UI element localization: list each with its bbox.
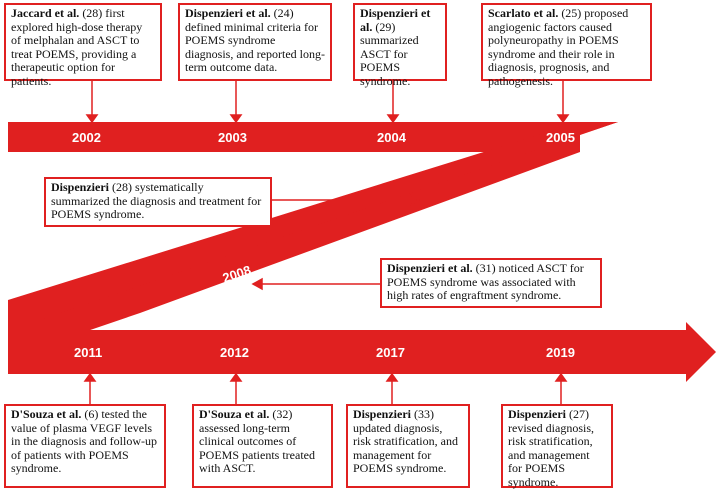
event-box-2002: Jaccard et al. (28) first explored high-…: [4, 3, 162, 88]
timeline-band-top: [8, 122, 580, 152]
event-author: D'Souza et al.: [11, 407, 82, 421]
year-label-2012: 2012: [220, 345, 249, 360]
year-label-2004: 2004: [377, 130, 407, 145]
event-author: Dispenzieri: [508, 407, 566, 421]
event-text: (29) summarized ASCT for POEMS syndrome.: [360, 19, 419, 88]
arrowhead-2017: [385, 372, 399, 382]
event-text: (32) assessed long-term clinical outcome…: [199, 407, 315, 476]
event-text: (31) noticed ASCT for POEMS syndrome was…: [387, 261, 584, 303]
year-label-2003: 2003: [218, 130, 247, 145]
event-author: D'Souza et al.: [199, 407, 270, 421]
event-author: Dispenzieri: [353, 407, 411, 421]
event-text: (28) systematically summarized the diagn…: [51, 180, 262, 222]
timeline-arrow-bottom: [8, 322, 716, 382]
event-box-2003: Dispenzieri et al. (24) defined minimal …: [178, 3, 332, 81]
event-author: Scarlato et al.: [488, 6, 559, 20]
event-author: Dispenzieri et al.: [185, 6, 271, 20]
arrowhead-2004: [386, 114, 400, 124]
arrowhead-2005: [556, 114, 570, 124]
arrowhead-2008: [251, 277, 263, 291]
arrowhead-2003: [229, 114, 243, 124]
event-author: Dispenzieri: [51, 180, 109, 194]
event-box-2019: Dispenzieri (27) revised diagnosis, risk…: [501, 404, 613, 489]
year-label-2019: 2019: [546, 345, 575, 360]
event-text: (27) revised diagnosis, risk stratificat…: [508, 407, 594, 489]
timeline-band-diagonal-fill: [8, 122, 618, 330]
event-author: Dispenzieri et al.: [387, 261, 473, 275]
year-label-2011: 2011: [74, 345, 102, 360]
event-box-2008: Dispenzieri et al. (31) noticed ASCT for…: [380, 258, 602, 308]
event-author: Dispenzieri et al.: [360, 6, 431, 34]
event-box-2004: Dispenzieri et al. (29) summarized ASCT …: [353, 3, 447, 88]
year-label-2002: 2002: [72, 130, 101, 145]
year-label-2005: 2005: [546, 130, 575, 145]
event-box-2017: Dispenzieri (33) updated diagnosis, risk…: [346, 404, 470, 488]
event-box-2005: Scarlato et al. (25) proposed angiogenic…: [481, 3, 652, 88]
timeline-band-diagonal: [8, 122, 618, 358]
arrowhead-2012: [229, 372, 243, 382]
event-text: (24) defined minimal criteria for POEMS …: [185, 6, 325, 75]
event-author: Jaccard et al.: [11, 6, 80, 20]
event-text: (28) first explored high-dose therapy of…: [11, 6, 143, 88]
arrowhead-2011: [83, 372, 97, 382]
event-text: (33) updated diagnosis, risk stratificat…: [353, 407, 458, 476]
year-label-2007: 2007: [406, 212, 438, 235]
event-text: (25) proposed angiogenic factors caused …: [488, 6, 629, 88]
event-box-2011: D'Souza et al. (6) tested the value of p…: [4, 404, 166, 488]
arrowhead-2007: [409, 193, 421, 207]
event-box-2007: Dispenzieri (28) systematically summariz…: [44, 177, 272, 227]
arrowhead-2002: [85, 114, 99, 124]
arrowhead-2019: [554, 372, 568, 382]
event-text: (6) tested the value of plasma VEGF leve…: [11, 407, 157, 476]
event-box-2012: D'Souza et al. (32) assessed long-term c…: [192, 404, 333, 488]
year-label-2017: 2017: [376, 345, 405, 360]
